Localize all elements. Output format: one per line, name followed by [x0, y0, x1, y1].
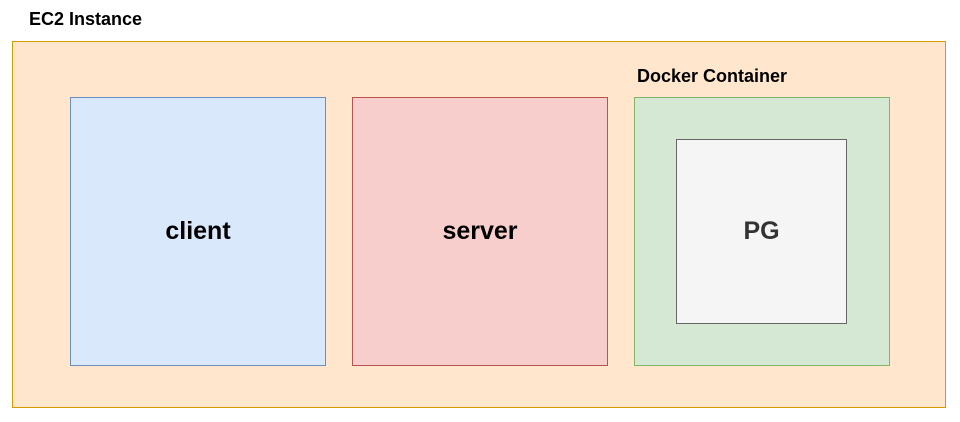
client-node[interactable]: client — [70, 97, 326, 366]
server-node[interactable]: server — [352, 97, 608, 366]
ec2-instance-label: EC2 Instance — [29, 9, 143, 29]
docker-container-label: Docker Container — [637, 66, 788, 86]
pg-node[interactable]: PG — [676, 139, 847, 324]
client-node-label: client — [165, 217, 231, 245]
pg-node-label: PG — [743, 217, 780, 245]
server-node-label: server — [442, 217, 518, 245]
